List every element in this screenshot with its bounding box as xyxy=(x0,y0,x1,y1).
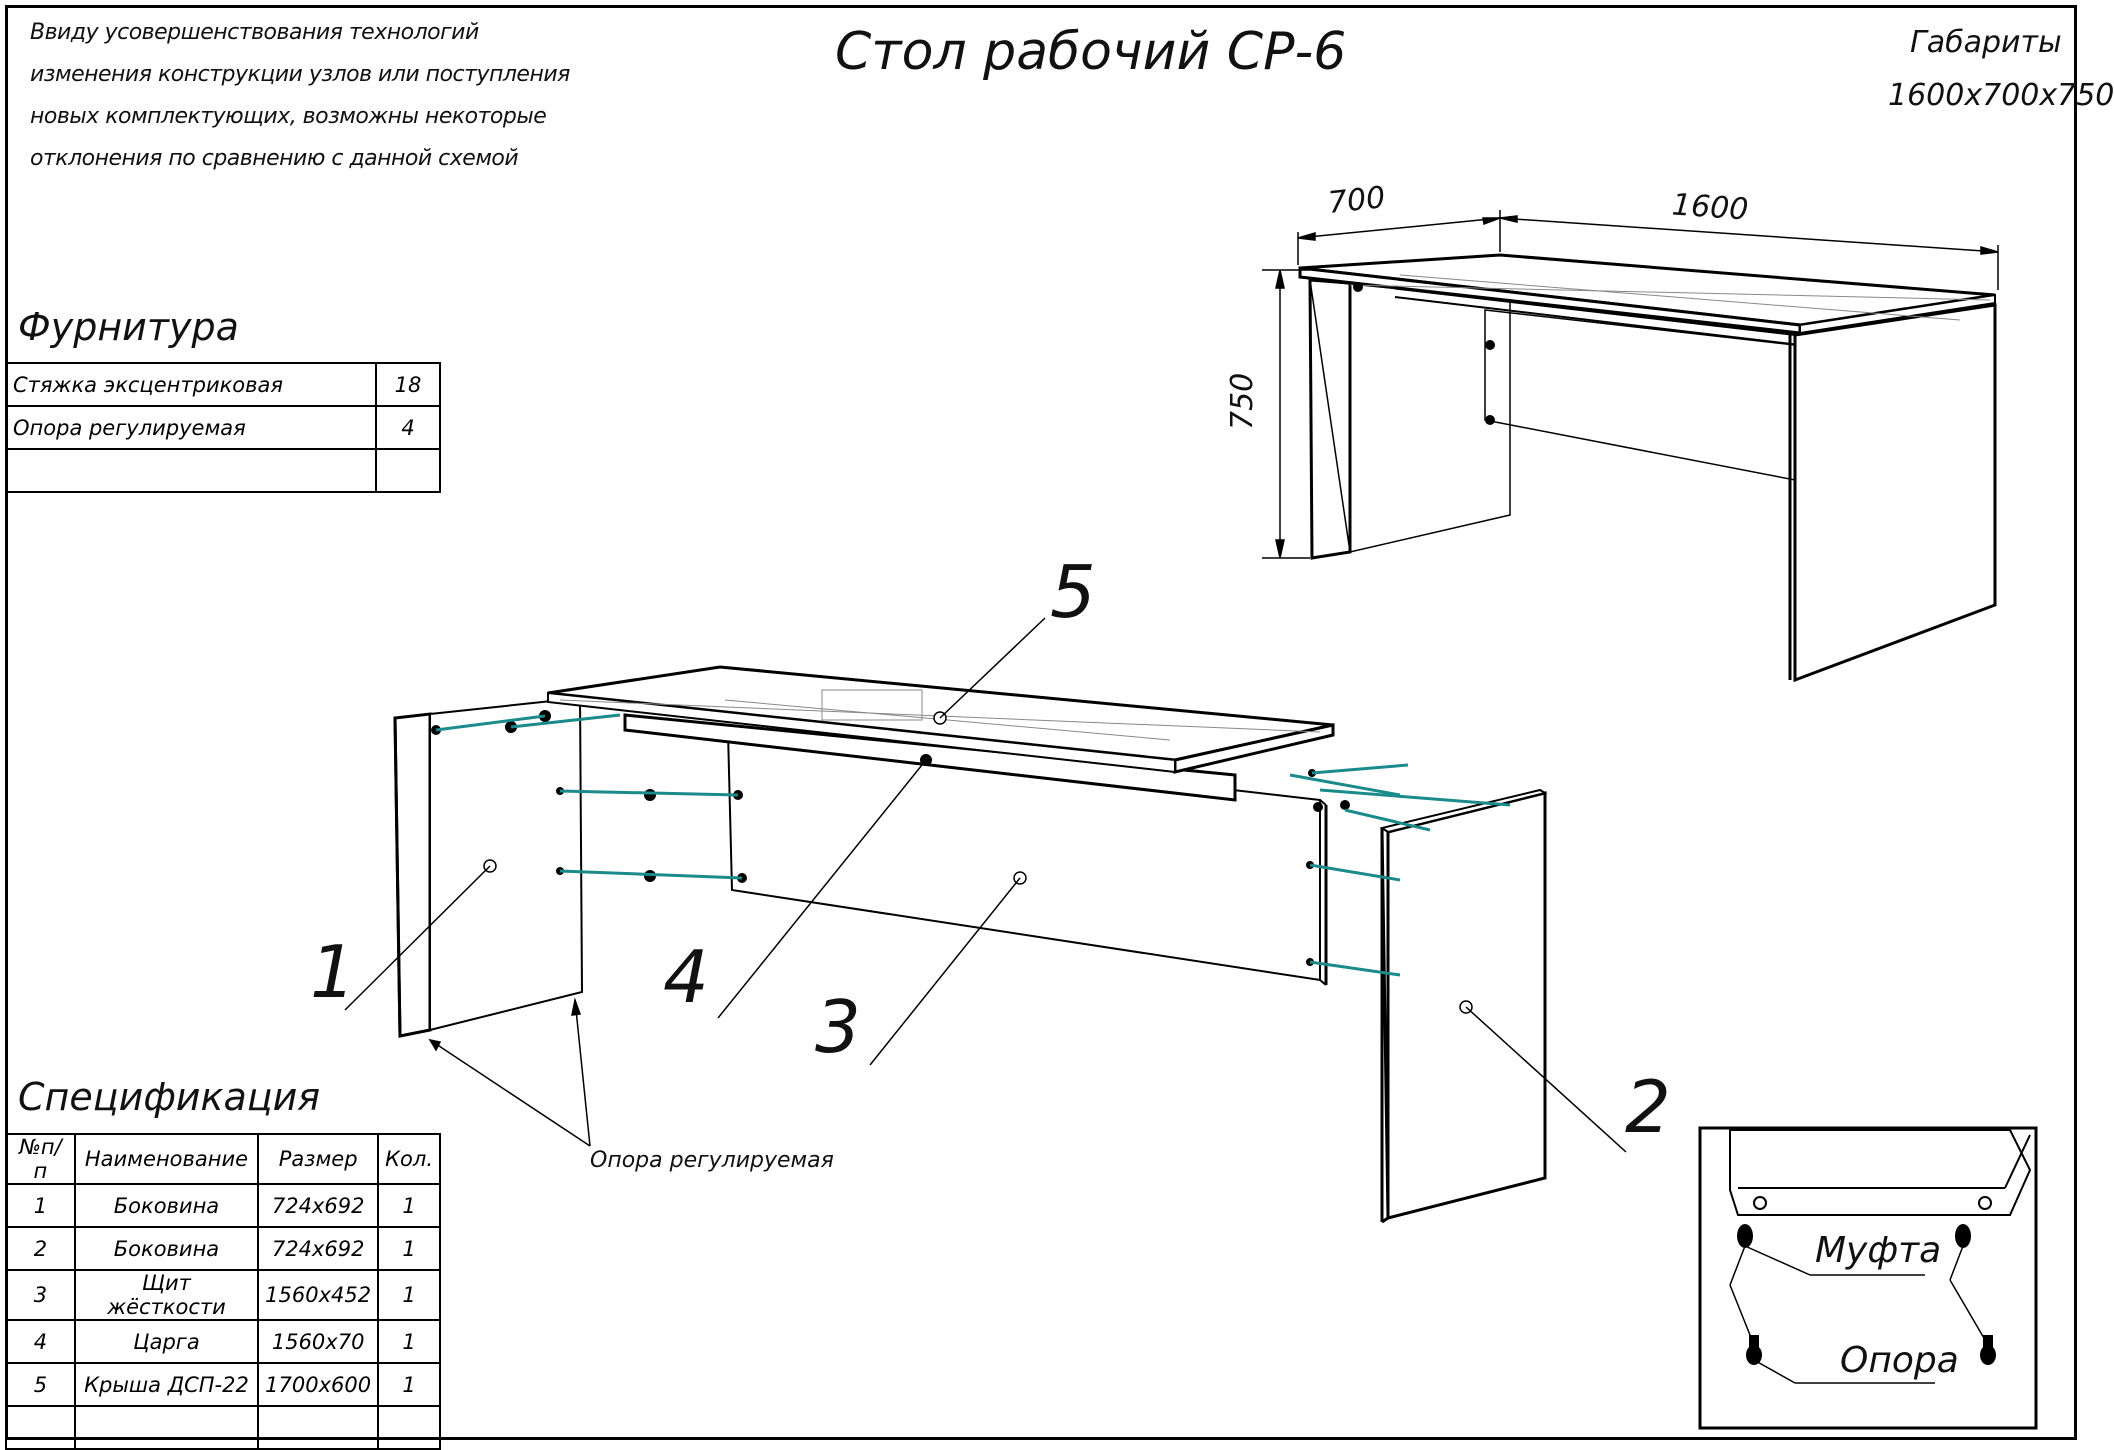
note-line-1: Ввиду усовершенствования технологий xyxy=(30,20,479,45)
header-number: №п/п xyxy=(5,1133,76,1185)
table-row: Стяжка эксцентриковая 18 xyxy=(5,362,441,407)
table-row: 5 Крыша ДСП-22 1700х600 1 xyxy=(5,1362,441,1407)
cell xyxy=(73,1405,260,1450)
cell: Крыша ДСП-22 xyxy=(73,1362,260,1407)
part-label-2: 2 xyxy=(1625,1065,1671,1149)
detail-view xyxy=(1698,1126,2038,1430)
cell: Царга xyxy=(73,1319,260,1364)
note-line-3: новых комплектующих, возможны некоторые xyxy=(30,104,547,129)
connector-lines xyxy=(435,713,1511,977)
note-line-2: изменения конструкции узлов или поступле… xyxy=(30,62,570,87)
hardware-qty-cell xyxy=(375,448,441,493)
table-row xyxy=(5,448,441,493)
cell: 1700х600 xyxy=(257,1362,380,1407)
support-label: Опора xyxy=(1840,1340,1959,1381)
specification-title: Спецификация xyxy=(18,1075,321,1119)
cell: 724х692 xyxy=(257,1183,380,1228)
exploded-assembly xyxy=(393,665,1548,1224)
note-line-4: отклонения по сравнению с данной схемой xyxy=(30,146,519,171)
dimension-height: 750 xyxy=(1225,372,1260,430)
table-row: Опора регулируемая 4 xyxy=(5,405,441,450)
header-name: Наименование xyxy=(73,1133,260,1185)
cell xyxy=(377,1405,441,1450)
cell: 4 xyxy=(5,1319,76,1364)
part-label-3: 3 xyxy=(815,985,861,1069)
cell: 1 xyxy=(5,1183,76,1228)
dimensions-label: Габариты xyxy=(1910,25,2062,60)
dimensions-value: 1600х700х750 xyxy=(1888,78,2114,113)
cell: Боковина xyxy=(73,1226,260,1271)
assembled-table-view xyxy=(1298,253,1997,683)
table-row: 2 Боковина 724х692 1 xyxy=(5,1226,441,1271)
dimension-depth: 700 xyxy=(1326,180,1387,221)
table-row xyxy=(5,1405,441,1450)
hardware-title: Фурнитура xyxy=(18,305,239,349)
table-row: 1 Боковина 724х692 1 xyxy=(5,1183,441,1228)
cell: Щит жёсткости xyxy=(73,1269,260,1321)
hardware-name-cell: Стяжка эксцентриковая xyxy=(5,362,377,407)
specification-table: №п/п Наименование Размер Кол. 1 Боковина… xyxy=(5,1133,441,1450)
cell xyxy=(5,1405,76,1450)
cell: 1560х452 xyxy=(257,1269,380,1321)
support-callout: Опора регулируемая xyxy=(590,1148,834,1173)
cell: Боковина xyxy=(73,1183,260,1228)
cell: 5 xyxy=(5,1362,76,1407)
cell: 1560х70 xyxy=(257,1319,380,1364)
cell: 1 xyxy=(377,1183,441,1228)
cell: 1 xyxy=(377,1269,441,1321)
hardware-name-cell xyxy=(5,448,377,493)
dimension-lines xyxy=(1262,210,1999,559)
cell: 3 xyxy=(5,1269,76,1321)
cell: 1 xyxy=(377,1226,441,1271)
part-label-4: 4 xyxy=(663,935,709,1019)
table-header-row: №п/п Наименование Размер Кол. xyxy=(5,1133,441,1185)
cell: 1 xyxy=(377,1362,441,1407)
hardware-qty-cell: 18 xyxy=(375,362,441,407)
header-size: Размер xyxy=(257,1133,380,1185)
cell xyxy=(257,1405,380,1450)
hardware-table: Стяжка эксцентриковая 18 Опора регулируе… xyxy=(5,362,441,493)
hardware-name-cell: Опора регулируемая xyxy=(5,405,377,450)
part-label-5: 5 xyxy=(1050,550,1096,634)
cell: 1 xyxy=(377,1319,441,1364)
dimension-width: 1600 xyxy=(1670,187,1750,228)
drawing-title: Стол рабочий СР-6 xyxy=(835,22,1347,82)
hardware-qty-cell: 4 xyxy=(375,405,441,450)
part-label-1: 1 xyxy=(310,930,356,1014)
header-qty: Кол. xyxy=(377,1133,441,1185)
table-row: 3 Щит жёсткости 1560х452 1 xyxy=(5,1269,441,1321)
cell: 724х692 xyxy=(257,1226,380,1271)
leader-lines xyxy=(344,617,1627,1153)
coupling-label: Муфта xyxy=(1815,1230,1942,1271)
drawing-sheet xyxy=(5,5,2077,1440)
cell: 2 xyxy=(5,1226,76,1271)
table-row: 4 Царга 1560х70 1 xyxy=(5,1319,441,1364)
